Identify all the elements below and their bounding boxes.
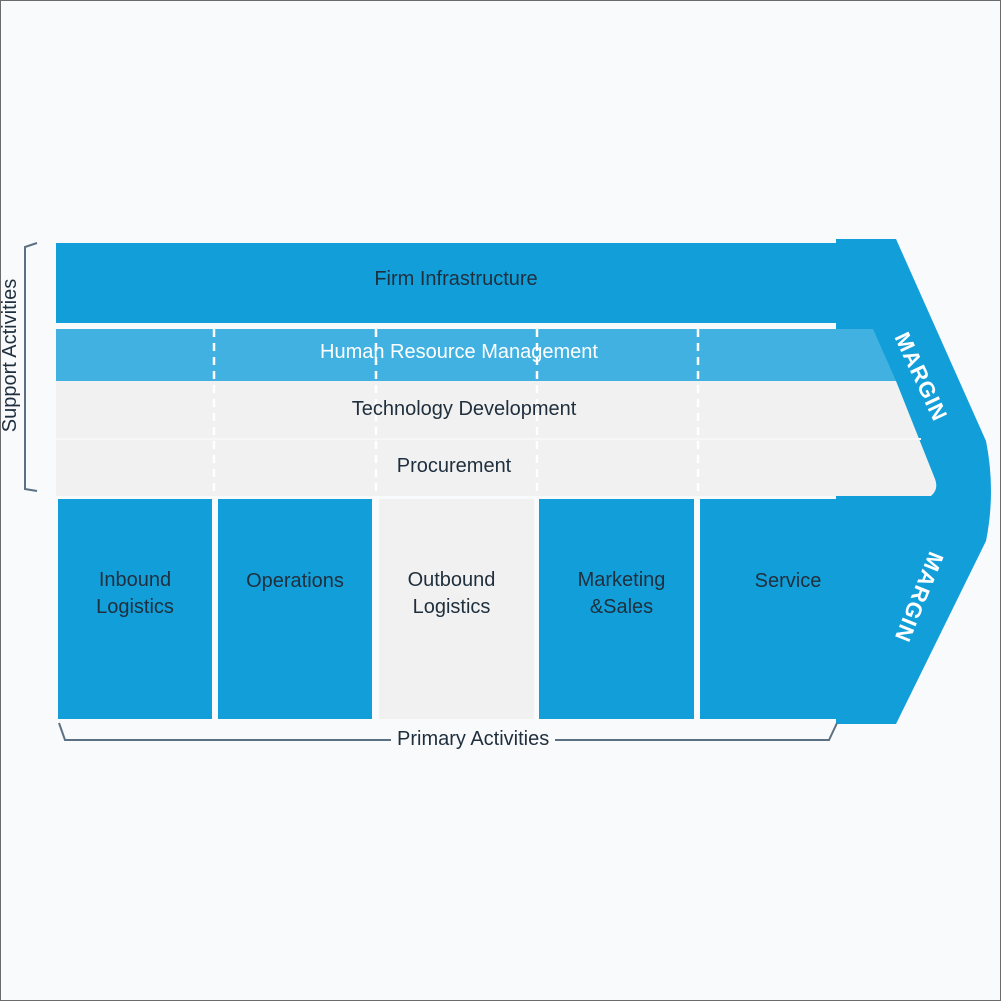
firm-infrastructure-label: Firm Infrastructure — [374, 268, 538, 290]
primary-operations: Operations — [218, 499, 372, 663]
firm-infrastructure-band — [56, 243, 896, 323]
primary-outbound-logistics: Outbound Logistics — [379, 499, 524, 689]
primary-operations-label: Operations — [246, 569, 344, 592]
procurement-label: Procurement — [396, 455, 512, 477]
primary-cell-bg-inbound — [58, 499, 212, 719]
primary-cell-bg-operations — [218, 499, 372, 719]
human-resource-band — [56, 329, 896, 381]
primary-activities-label: Primary Activities — [391, 728, 556, 751]
support-bracket — [24, 242, 38, 492]
primary-inbound-logistics-label: Inbound Logistics — [96, 569, 174, 618]
primary-outbound-logistics-label: Outbound Logistics — [407, 569, 496, 618]
primary-cell-bg-service — [700, 499, 896, 719]
technology-development-label: Technology Development — [351, 398, 577, 420]
primary-cell-bg-marketing — [539, 499, 694, 719]
human-resource-label: Human Resource Management — [320, 341, 598, 363]
primary-marketing-sales: Marketing &Sales — [544, 499, 699, 689]
primary-inbound-logistics: Inbound Logistics — [58, 499, 212, 689]
primary-marketing-sales-label: Marketing &Sales — [577, 569, 666, 618]
primary-service-label: Service — [754, 569, 822, 592]
support-activities-label: Support Activities — [1, 272, 23, 439]
primary-service: Service — [700, 499, 876, 663]
primary-cell-bg-outbound — [379, 499, 534, 719]
